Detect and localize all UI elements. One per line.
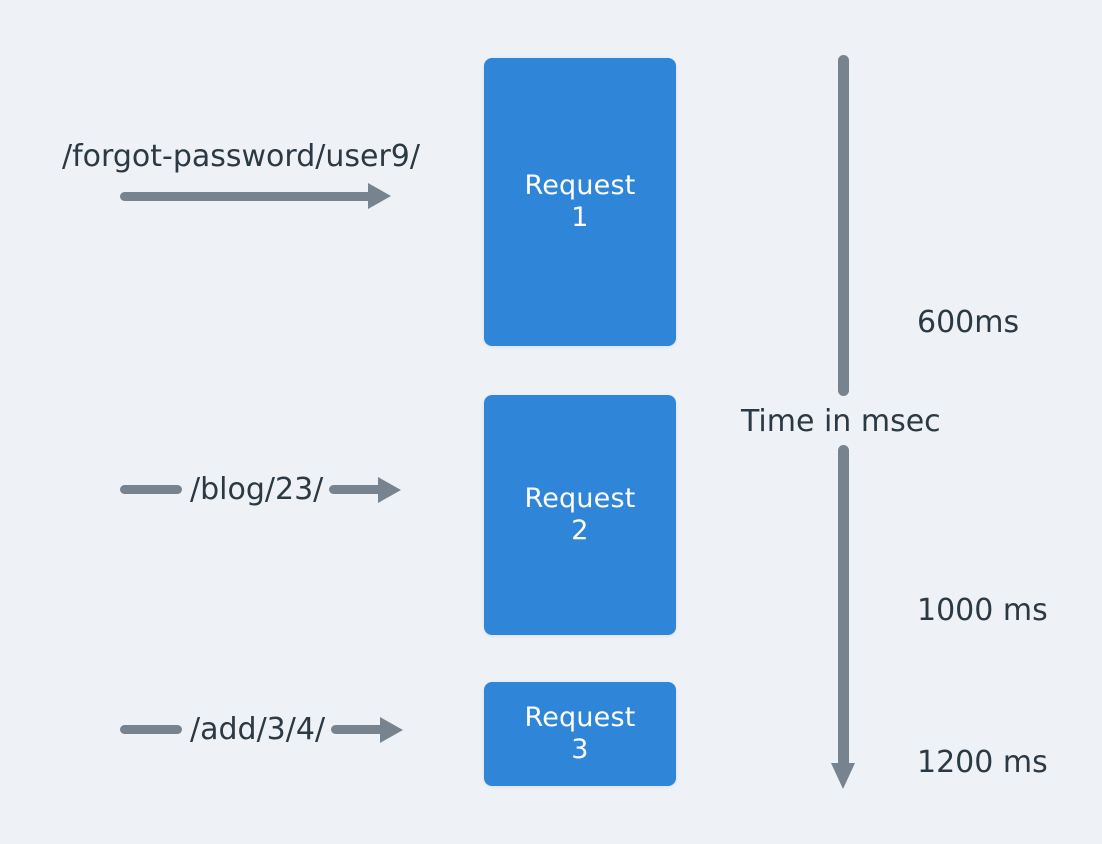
timeline-arrow-down-icon (831, 763, 855, 789)
request-box-number: 2 (571, 515, 589, 546)
arrow-head-icon (380, 716, 404, 743)
request-arrow-1 (120, 183, 391, 209)
arrow-head-icon (378, 476, 402, 503)
timeline-tick-label-1000: 1000 ms (917, 593, 1048, 628)
request-arrow-2 (329, 476, 402, 503)
request-arrow-row-3: /add/3/4/ (120, 712, 404, 747)
request-arrow-3 (331, 716, 404, 743)
request-box-1[interactable]: Request 1 (484, 58, 676, 346)
request-box-3[interactable]: Request 3 (484, 682, 676, 786)
arrow-shaft (120, 191, 369, 201)
timeline-tick-label-1200: 1200 ms (917, 745, 1048, 780)
request-box-title: Request (524, 170, 636, 202)
arrow-stub-line (120, 725, 182, 734)
request-box-number: 3 (571, 734, 589, 765)
timeline-tick-label-600: 600ms (917, 305, 1020, 340)
request-box-title: Request (524, 483, 636, 515)
request-path-label-1: /forgot-password/user9/ (62, 139, 420, 174)
timeline-segment-upper (838, 55, 849, 396)
arrow-stub-line (120, 485, 182, 494)
arrow-head-icon (368, 183, 391, 209)
request-arrow-row-2: /blog/23/ (120, 472, 402, 507)
request-path-label-3: /add/3/4/ (190, 712, 326, 747)
arrow-shaft (331, 725, 382, 734)
timeline-segment-lower (838, 445, 849, 765)
request-box-title: Request (524, 702, 636, 734)
request-box-number: 1 (571, 202, 589, 233)
arrow-shaft (329, 485, 380, 494)
request-box-2[interactable]: Request 2 (484, 395, 676, 635)
request-path-label-2: /blog/23/ (190, 472, 324, 507)
timeline-axis-title: Time in msec (741, 404, 941, 439)
